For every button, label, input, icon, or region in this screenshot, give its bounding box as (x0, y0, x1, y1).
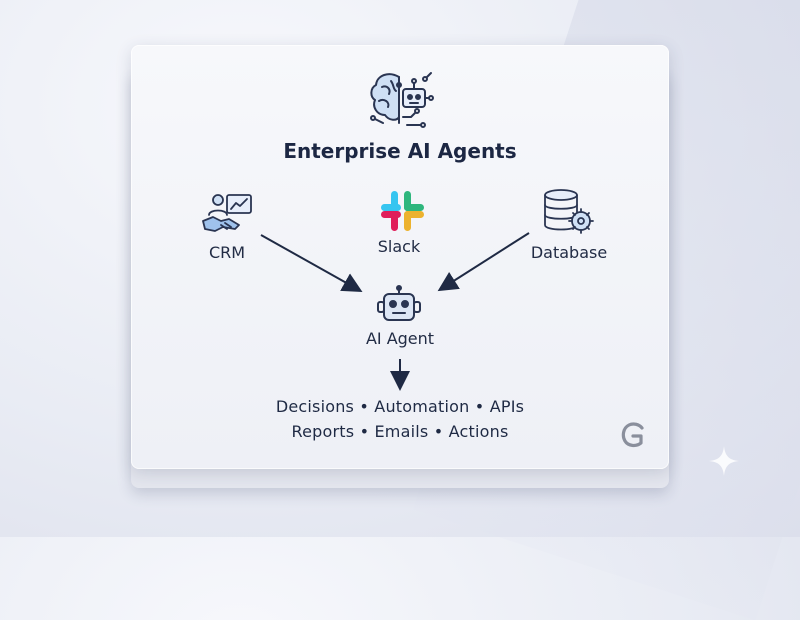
flow-arrows (260, 232, 530, 391)
slack-logo-icon (381, 191, 424, 231)
g-watermark-logo (621, 422, 644, 448)
arrow-crm-to-agent (260, 234, 363, 292)
diagram-card: Enterprise AI Agents CRM Slack (131, 45, 669, 469)
source-label-slack: Slack (377, 237, 421, 256)
source-label-database: Database (530, 243, 608, 262)
robot-icon (377, 285, 421, 321)
diagram-title: Enterprise AI Agents (283, 139, 517, 163)
arrow-database-to-agent (437, 232, 530, 292)
sparkle-icon (709, 446, 739, 476)
handshake-chart-icon (202, 194, 252, 232)
source-label-crm: CRM (208, 243, 246, 262)
brain-robot-icon (370, 72, 434, 128)
outputs-line-2: Reports • Emails • Actions (291, 422, 509, 441)
database-gear-icon (544, 189, 594, 234)
outputs-line-1: Decisions • Automation • APIs (275, 397, 525, 416)
agent-label: AI Agent (365, 329, 435, 348)
